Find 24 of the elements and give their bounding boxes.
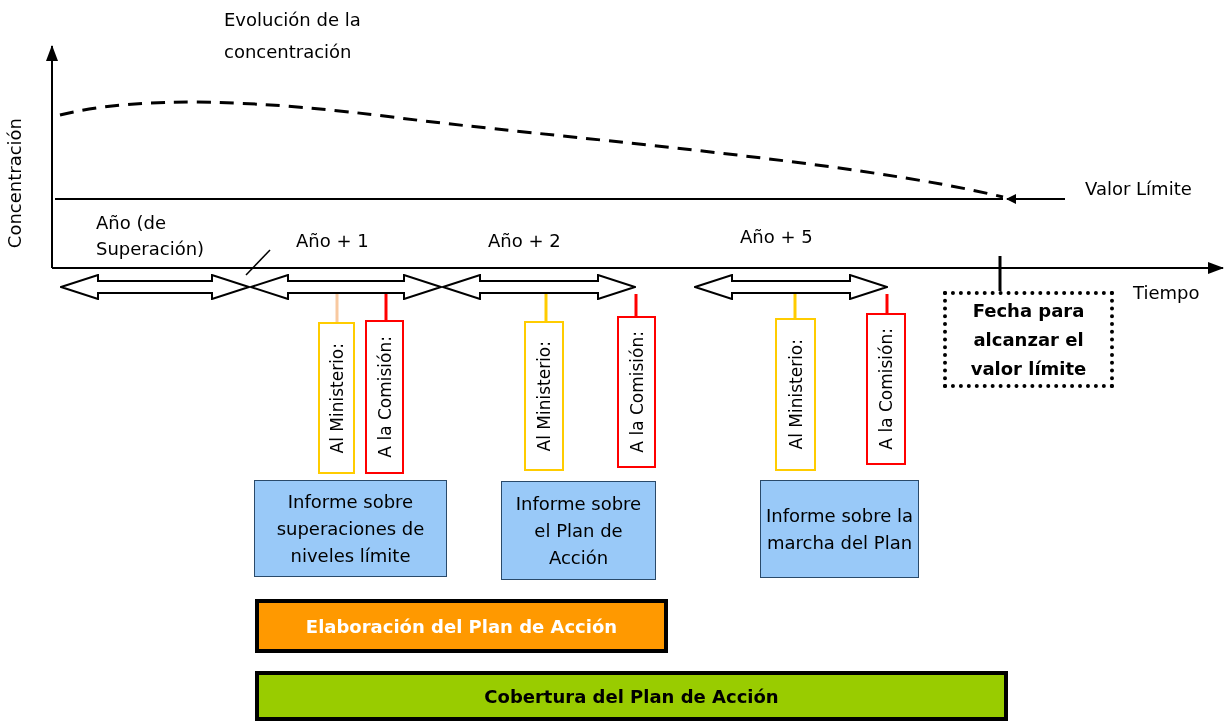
limit-value-label: Valor Límite	[1085, 178, 1210, 204]
connector-line	[384, 294, 388, 320]
recipient-box: A la Comisión:	[617, 316, 656, 468]
report-box: Informe sobre superaciones de niveles límite	[254, 480, 447, 577]
report-box: Informe sobre el Plan de Acción	[501, 481, 656, 580]
axis-label: Tiempo	[1133, 281, 1200, 305]
recipient-box: Al Ministerio:	[775, 318, 816, 471]
recipient-box: A la Comisión:	[866, 313, 906, 465]
connector-line	[634, 294, 638, 316]
report-box: Informe sobre la marcha del Plan	[760, 480, 919, 578]
curve-label: Evolución de la concentración	[224, 8, 362, 64]
phase-bar: Elaboración del Plan de Acción	[255, 599, 668, 653]
connector-line	[885, 294, 889, 313]
recipient-box: A la Comisión:	[365, 320, 404, 474]
connector-line	[335, 294, 339, 322]
limit-value-line	[55, 198, 1003, 200]
axis-label: Concentración	[4, 118, 25, 249]
phase-bar: Cobertura del Plan de Acción	[255, 671, 1008, 721]
recipient-box: Al Ministerio:	[318, 322, 355, 474]
connector-line	[793, 294, 797, 318]
arrow	[1006, 194, 1066, 204]
recipient-box: Al Ministerio:	[524, 321, 564, 471]
connector-line	[544, 294, 548, 321]
deadline-box: Fecha para alcanzar el valor límite	[943, 291, 1114, 388]
